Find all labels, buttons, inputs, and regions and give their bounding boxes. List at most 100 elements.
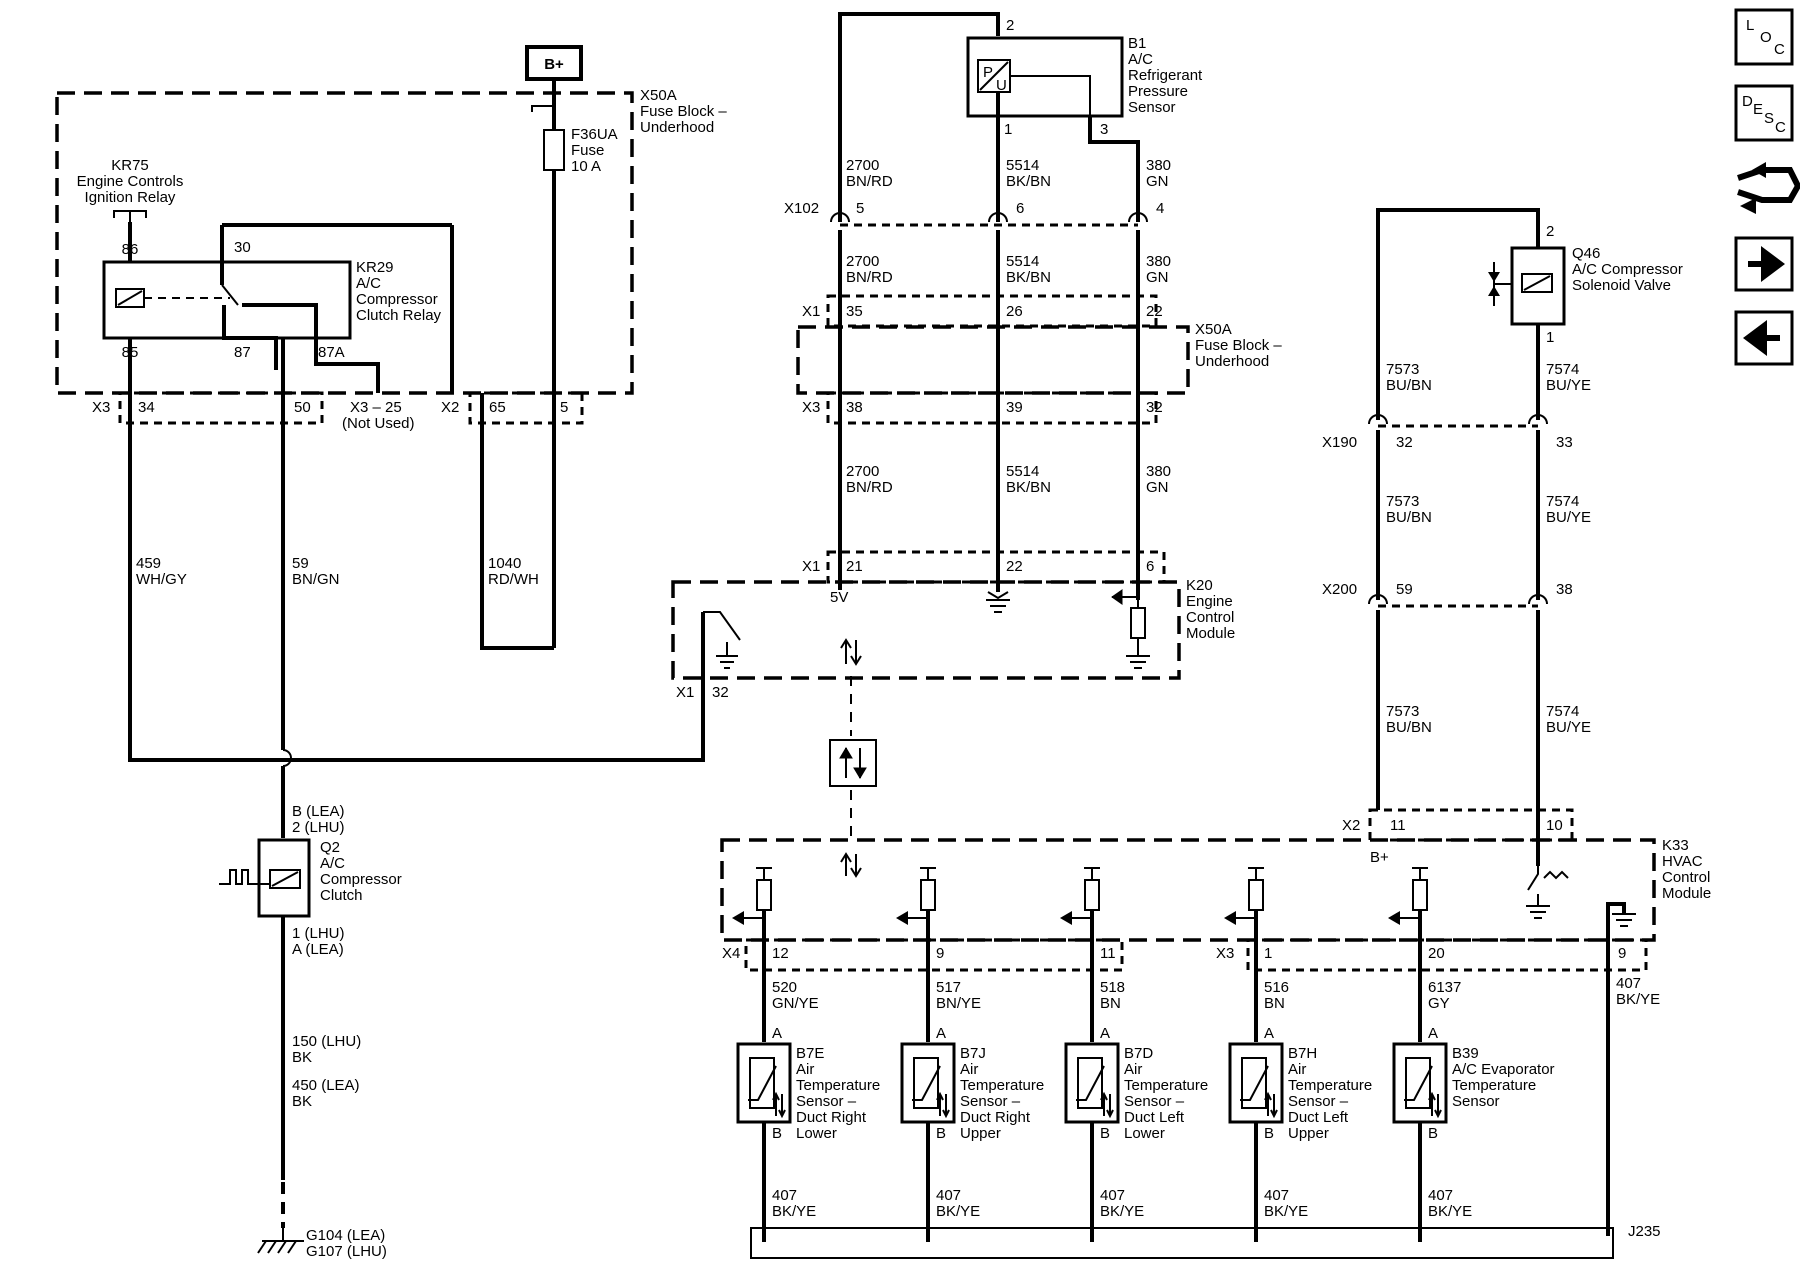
hvac-bplus-label: B+	[1370, 849, 1389, 866]
x102-pin-5: 5	[856, 200, 864, 217]
compressor-clutch-name1: A/C	[320, 855, 345, 872]
sensor-wire-number: 518	[1100, 979, 1125, 996]
wire-7573-c-color: BU/BN	[1386, 719, 1432, 736]
next-page-button[interactable]	[1734, 236, 1794, 292]
sensor-wire-number: 517	[936, 979, 961, 996]
sensor-name-line2: Temperature	[1124, 1077, 1208, 1094]
serial-data-box	[829, 739, 877, 787]
reference-voltage-icon	[756, 867, 772, 880]
hvac-pin-11b: 11	[1100, 945, 1116, 962]
pressure-sensor-name2: Refrigerant	[1128, 67, 1203, 84]
x2-left-connector	[468, 391, 584, 425]
fuse-block-mid-name2: Underhood	[1195, 353, 1269, 370]
sensor-ground-wire-color: BK/YE	[1100, 1203, 1144, 1220]
sensor-name-line1: Air	[960, 1061, 978, 1078]
ecm-5v-label: 5V	[830, 589, 848, 606]
wire-380-a-color: GN	[1146, 173, 1169, 190]
clutch-relay-id: KR29	[356, 259, 394, 276]
fuse-supply-icon	[531, 105, 554, 112]
wire-2700-a-color: BN/RD	[846, 173, 893, 190]
x102-pin-6: 6	[1016, 200, 1024, 217]
relay-pin-87: 87	[234, 344, 251, 361]
compressor-clutch-id: Q2	[320, 839, 340, 856]
hvac-id: K33	[1662, 837, 1689, 854]
serial-data-arrows-icon	[840, 638, 862, 666]
solenoid-box	[1510, 246, 1566, 326]
x200-pin-38: 38	[1556, 581, 1573, 598]
wire-459-color: WH/GY	[136, 571, 187, 588]
signal-arrow-icon	[1060, 911, 1072, 925]
sensor-name-line4: Duct Right	[960, 1109, 1031, 1126]
hvac-pin-11: 11	[1390, 817, 1406, 834]
hvac-x2-connector	[1368, 808, 1574, 842]
clutch-pin-a: A (LEA)	[292, 941, 344, 958]
x1-fuse-block-connector	[826, 294, 1158, 328]
solenoid-name1: A/C Compressor	[1572, 261, 1683, 278]
fuse-block-top-id: X50A	[640, 87, 677, 104]
x2-pin-5: 5	[560, 399, 568, 416]
clutch-relay-box	[102, 260, 352, 340]
sensor-name-line1: Air	[796, 1061, 814, 1078]
arrow-right-icon	[1748, 246, 1785, 282]
wire-7574-c: 7574	[1546, 703, 1579, 720]
wire-5514-c-color: BK/BN	[1006, 479, 1051, 496]
sensor-name-line4: Duct Right	[796, 1109, 867, 1126]
loc-letter-o: O	[1760, 29, 1772, 46]
pressure-sensor-name4: Sensor	[1128, 99, 1176, 116]
wire-7573-a-color: BU/BN	[1386, 377, 1432, 394]
hvac-pin-1: 1	[1264, 945, 1272, 962]
pressure-glyph-p: P	[983, 64, 993, 81]
ecm-id: K20	[1186, 577, 1213, 594]
wire-7573-a: 7573	[1386, 361, 1419, 378]
compressor-clutch-coil-icon	[269, 869, 301, 889]
pressure-pin-1: 1	[1004, 121, 1012, 138]
splice-pack-j235	[750, 1227, 1614, 1259]
battery-box: B+	[525, 45, 583, 81]
not-used-label: (Not Used)	[342, 415, 415, 432]
hvac-x4-connector	[744, 938, 1124, 972]
signal-arrow-icon	[732, 911, 744, 925]
sensor-ground-wire-color: BK/YE	[936, 1203, 980, 1220]
reference-voltage-icon	[920, 867, 936, 880]
pullup-resistor-icon	[756, 879, 772, 911]
solenoid-id: Q46	[1572, 245, 1600, 262]
loc-button[interactable]: L O C	[1734, 8, 1794, 66]
wire-7573-b-color: BU/BN	[1386, 509, 1432, 526]
x190-pin-33: 33	[1556, 434, 1573, 451]
fuse-block-mid-name1: Fuse Block –	[1195, 337, 1282, 354]
splice-id: J235	[1628, 1223, 1661, 1240]
fuse-block-mid-box	[796, 325, 1190, 395]
previous-page-button[interactable]	[1734, 310, 1794, 366]
sensor-id: B39	[1452, 1045, 1479, 1062]
wire-7574-b-color: BU/YE	[1546, 509, 1591, 526]
hvac-ground-wire-number: 407	[1616, 975, 1641, 992]
relay-pin-87a: 87A	[318, 344, 345, 361]
x3-fuse-block-connector	[826, 391, 1158, 425]
wire-380-b-color: GN	[1146, 269, 1169, 286]
pullup-resistor-icon	[920, 879, 936, 911]
x2-pin-65: 65	[489, 399, 506, 416]
wire-380-c-color: GN	[1146, 479, 1169, 496]
hvac-pin-10: 10	[1546, 817, 1563, 834]
wire-7574-a-color: BU/YE	[1546, 377, 1591, 394]
thermistor-icon	[748, 1065, 777, 1101]
ecm-pin-32: 32	[712, 684, 729, 701]
pressure-pin-2: 2	[1006, 17, 1014, 34]
connector-end-view-button[interactable]	[1737, 162, 1800, 214]
ecm-resistor-icon	[1130, 607, 1146, 639]
desc-button[interactable]: D E S C	[1734, 84, 1794, 142]
sensor-name-line1: A/C Evaporator	[1452, 1061, 1555, 1078]
fuse-icon	[543, 129, 565, 171]
wire-2700-c-color: BN/RD	[846, 479, 893, 496]
sensor-name-line2: Temperature	[796, 1077, 880, 1094]
wire-380-b: 380	[1146, 253, 1171, 270]
x3-fb-pin-39: 39	[1006, 399, 1023, 416]
sensor-ground-wire-number: 407	[1100, 1187, 1125, 1204]
hvac-module-box	[720, 838, 1656, 942]
clutch-relay-name1: A/C	[356, 275, 381, 292]
sensor-name-line3: Sensor –	[960, 1093, 1021, 1110]
sensor-pin-b: B	[772, 1125, 782, 1142]
